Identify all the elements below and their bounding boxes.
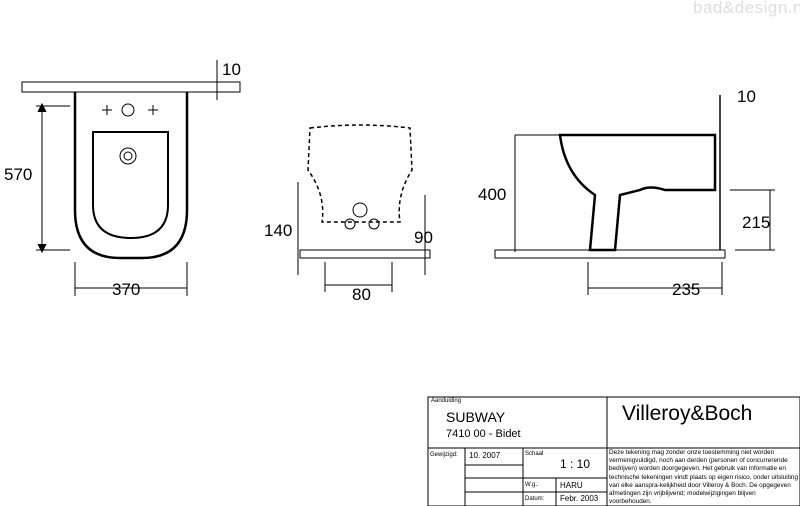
- dim-side-depth: 235: [672, 280, 700, 299]
- disclaimer-text: Deze tekening mag zonder onze toestemmin…: [609, 449, 798, 506]
- front-view: [297, 124, 431, 292]
- dim-front-spacing: 80: [352, 285, 371, 304]
- product-code: 7410 00 - Bidet: [446, 428, 521, 440]
- dim-side-wall: 10: [737, 87, 756, 106]
- brand-name: Villeroy&Boch: [622, 402, 753, 425]
- scale-label: Schaal: [525, 451, 544, 457]
- watermark-logo: bad&design.nl: [693, 0, 800, 17]
- scale-value: 1 : 10: [560, 457, 591, 471]
- dim-side-height: 400: [478, 185, 506, 204]
- modified-label: Gewijzigd:: [430, 452, 458, 458]
- title-block-frame: [427, 396, 800, 506]
- side-view: [494, 95, 775, 295]
- dim-top-width: 370: [112, 280, 140, 299]
- date-label: Datum:: [525, 496, 545, 502]
- dim-top-length: 570: [4, 165, 32, 184]
- date-value: Febr. 2003: [560, 494, 599, 503]
- dim-front-height: 140: [264, 221, 292, 240]
- modified-value: 10. 2007: [469, 451, 501, 460]
- dim-side-outlet: 215: [742, 213, 770, 232]
- dim-top-wall: 10: [222, 60, 241, 79]
- designation-label: Aanduiding: [431, 398, 462, 404]
- top-view: [21, 60, 241, 296]
- dim-front-right: 90: [414, 228, 433, 247]
- wg-label: W.g.:: [525, 482, 539, 488]
- wg-value: HARU: [560, 481, 583, 490]
- product-name: SUBWAY: [446, 409, 506, 425]
